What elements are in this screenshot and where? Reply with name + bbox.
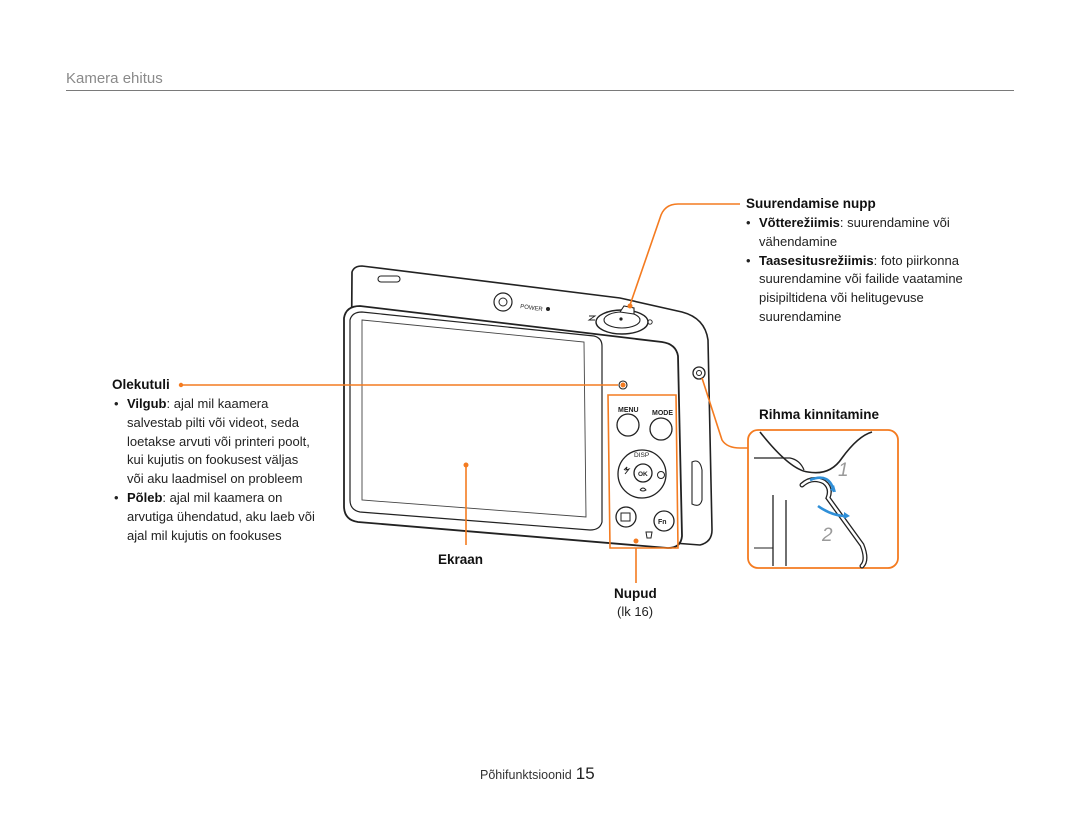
nupud-page-ref: (lk 16) xyxy=(617,604,654,619)
playback-icon xyxy=(620,512,631,522)
playback-button xyxy=(615,506,637,528)
zoom-leader-line xyxy=(629,203,740,306)
power-icon xyxy=(498,297,508,307)
olekutuli-item-text: : ajal mil kaamera salvestab pilti või v… xyxy=(127,396,310,487)
delete-icon xyxy=(645,531,653,539)
menu-button xyxy=(616,413,640,437)
suurendamise-nupp-title: Suurendamise nupp xyxy=(746,196,876,211)
strap-leader-line xyxy=(701,377,748,449)
ok-label: OK xyxy=(638,471,648,478)
timer-icon xyxy=(657,471,665,479)
suurendamise-item-taasesitus: Taasesitusrežiimis: foto piirkonna suure… xyxy=(744,252,994,327)
mode-button xyxy=(649,417,673,441)
zoom-dial xyxy=(587,305,653,335)
suurendamise-item-term: Võtterežiimis xyxy=(759,215,840,230)
strap-eyelet xyxy=(691,366,706,506)
header-title: Kamera ehitus xyxy=(66,70,163,87)
olekutuli-item-term: Vilgub xyxy=(127,396,167,411)
suurendamise-item-text: : suurendamine või vähendamine xyxy=(759,215,950,249)
zoom-wide-icon xyxy=(587,315,597,321)
fn-label: Fn xyxy=(658,519,667,526)
macro-icon xyxy=(639,487,647,492)
step-2-arrow xyxy=(817,504,847,518)
buttons-bracket xyxy=(607,394,679,549)
side-port-cover xyxy=(691,460,703,506)
fn-button xyxy=(653,510,675,532)
olekutuli-item-term: Põleb xyxy=(127,489,163,505)
power-button xyxy=(493,292,513,312)
strap-detail-inset: 1 2 xyxy=(747,429,899,569)
ok-button xyxy=(633,463,653,483)
power-lamp xyxy=(546,307,550,311)
olekutuli-item-vilgub: Vilgub: ajal mil kaamera salvestab pilti… xyxy=(112,395,317,489)
step-2-number: 2 xyxy=(821,525,833,546)
screen xyxy=(349,311,603,531)
footer-section: Põhifunktsioonid xyxy=(480,768,572,782)
suurendamise-item-vottereziim: Võtterežiimis: suurendamine või vähendam… xyxy=(744,214,994,252)
rihma-kinnitamine-title: Rihma kinnitamine xyxy=(759,407,880,422)
step-1-number: 1 xyxy=(838,460,849,481)
control-buttons: MENU MODE OK DISP Fn xyxy=(615,407,675,539)
olekutuli-item-text: : ajal mil kaamera on arvutiga ühendatud… xyxy=(127,489,315,543)
nupud-title: Nupud xyxy=(614,586,657,601)
speaker-icon xyxy=(377,275,401,283)
power-label: POWER xyxy=(520,304,544,313)
ekraan-title: Ekraan xyxy=(438,552,484,567)
suurendamise-nupp-list: Võtterežiimis: suurendamine või vähendam… xyxy=(744,214,994,327)
header-rule xyxy=(66,90,1014,91)
flash-icon xyxy=(623,466,631,475)
suurendamise-item-text: : foto piirkonna suurendamine või failid… xyxy=(759,252,963,324)
suurendamise-item-term: Taasesitusrežiimis xyxy=(759,252,874,268)
zoom-tele-icon xyxy=(647,319,653,325)
olekutuli-title: Olekutuli xyxy=(112,377,170,392)
page-number: 15 xyxy=(575,764,595,783)
mode-label: MODE xyxy=(652,410,673,417)
menu-label: MENU xyxy=(618,407,639,414)
olekutuli-item-poleb: Põleb: ajal mil kaamera on arvutiga ühen… xyxy=(112,489,317,545)
callout-lines xyxy=(178,203,748,583)
olekutuli-list: Vilgub: ajal mil kaamera salvestab pilti… xyxy=(112,395,317,545)
disp-label: DISP xyxy=(634,452,649,459)
